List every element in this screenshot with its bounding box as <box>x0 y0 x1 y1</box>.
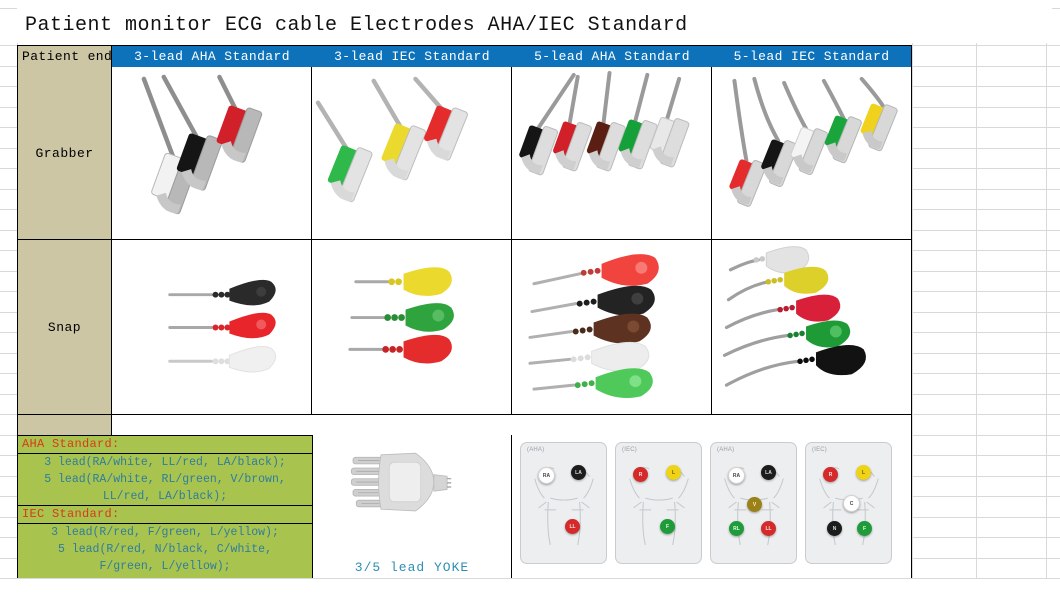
cell-electrode-placement-diagrams: (AHA) RA LA LL (IEC) <box>512 435 911 578</box>
cell-grabber-3-lead-iec <box>312 67 512 240</box>
sheet-title-bar: Patient monitor ECG cable Electrodes AHA… <box>17 8 1052 43</box>
table-corner-label: Patient end <box>18 46 112 67</box>
grid-column-line <box>912 8 913 578</box>
column-header-5-lead-aha: 5-lead AHA Standard <box>512 46 712 67</box>
row-label-snap: Snap <box>18 240 112 415</box>
iec-standard-line-3: F/green, L/yellow); <box>99 560 231 573</box>
cell-grabber-5-lead-aha <box>512 67 712 240</box>
placement-card-label-aha-5: (AHA) <box>717 447 735 453</box>
grabber-5-aha-illustration <box>519 70 690 176</box>
electrode-dot-la: LA <box>761 465 776 480</box>
electrode-dot-ra: RA <box>538 467 555 484</box>
page-title: Patient monitor ECG cable Electrodes AHA… <box>25 14 688 37</box>
ecg-electrode-table: Patient end 3-lead AHA Standard 3-lead I… <box>17 45 912 578</box>
electrode-dot-rl: RL <box>729 521 744 536</box>
electrode-dot-r: R <box>823 467 838 482</box>
placement-card-3-lead-iec: (IEC) R L F <box>615 442 702 564</box>
electrode-dot-v: V <box>747 497 762 512</box>
placement-card-5-lead-iec: (IEC) R L C N F <box>805 442 892 564</box>
placement-card-label-iec-5: (IEC) <box>812 447 827 453</box>
torso-outline-icon <box>629 467 689 546</box>
snap-3-aha-illustration <box>168 279 277 373</box>
cell-grabber-5-lead-iec <box>712 67 911 240</box>
placement-card-label-aha-3: (AHA) <box>527 447 545 453</box>
column-header-3-lead-aha: 3-lead AHA Standard <box>112 46 312 67</box>
placement-card-5-lead-aha: (AHA) RA LA V RL LL <box>710 442 797 564</box>
grabber-5-iec-illustration <box>729 76 898 207</box>
standards-legend-block: AHA Standard: 3 lead(RA/white, LL/red, L… <box>18 435 313 578</box>
aha-standard-line-1: 3 lead(RA/white, LL/red, LA/black); <box>44 456 286 469</box>
electrode-dot-f: F <box>660 519 675 534</box>
placement-card-label-iec-3: (IEC) <box>622 447 637 453</box>
cell-snap-5-lead-iec <box>712 240 911 415</box>
aha-standard-line-3: LL/red, LA/black); <box>102 490 228 503</box>
cell-snap-5-lead-aha <box>512 240 712 415</box>
row-label-spacer <box>18 415 112 435</box>
grid-row-line <box>0 578 1060 579</box>
cell-snap-3-lead-iec <box>312 240 512 415</box>
electrode-dot-r: R <box>633 467 648 482</box>
electrode-dot-ll: LL <box>565 519 580 534</box>
aha-standard-heading: AHA Standard: <box>18 435 312 454</box>
aha-standard-line-2: 5 lead(RA/white, RL/green, V/brown, <box>44 473 286 486</box>
snap-5-aha-illustration <box>528 254 659 398</box>
electrode-dot-l: L <box>666 465 681 480</box>
table-header-row: Patient end 3-lead AHA Standard 3-lead I… <box>18 46 911 67</box>
electrode-dot-la: LA <box>571 465 586 480</box>
yoke-label: 3/5 lead YOKE <box>354 560 470 575</box>
row-label-grabber: Grabber <box>18 67 112 240</box>
torso-outline-icon <box>534 467 594 546</box>
iec-standard-line-1: 3 lead(R/red, F/green, L/yellow); <box>51 526 279 539</box>
electrode-dot-ra: RA <box>728 467 745 484</box>
column-header-3-lead-iec: 3-lead IEC Standard <box>312 46 512 67</box>
electrode-dot-l: L <box>856 465 871 480</box>
electrode-dot-c: C <box>843 495 860 512</box>
grabber-3-aha-illustration <box>141 74 263 215</box>
cell-yoke-connector: 3/5 lead YOKE <box>313 435 512 578</box>
electrode-dot-ll: LL <box>761 521 776 536</box>
cell-grabber-3-lead-aha <box>112 67 312 240</box>
snap-3-iec-illustration <box>348 267 454 364</box>
electrode-dot-f: F <box>857 521 872 536</box>
yoke-connector-illustration <box>350 452 452 512</box>
grid-column-line <box>1046 8 1047 578</box>
iec-standard-line-2: 5 lead(R/red, N/black, C/white, <box>58 543 272 556</box>
snap-5-iec-illustration <box>722 246 866 387</box>
column-header-5-lead-iec: 5-lead IEC Standard <box>712 46 911 67</box>
grabber-3-iec-illustration <box>315 76 468 203</box>
iec-standard-heading: IEC Standard: <box>18 505 312 524</box>
cell-snap-3-lead-aha <box>112 240 312 415</box>
placement-card-3-lead-aha: (AHA) RA LA LL <box>520 442 607 564</box>
grid-column-line <box>976 8 977 578</box>
electrode-dot-n: N <box>827 521 842 536</box>
